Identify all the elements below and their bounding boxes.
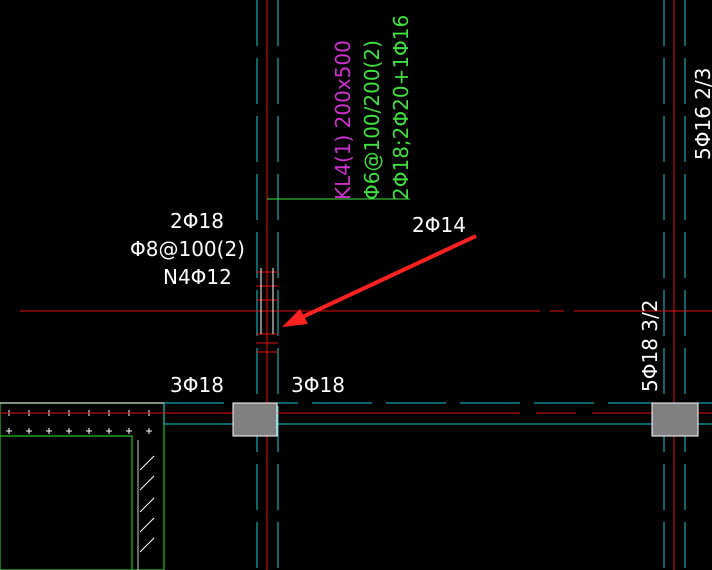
slab-outline <box>0 402 165 570</box>
rebar-section-marks <box>256 271 278 353</box>
left-stirrup: Φ8@100(2) <box>130 237 245 261</box>
slab-region <box>0 402 165 570</box>
slab-plus-marks <box>6 410 152 434</box>
beam-edges <box>163 0 712 570</box>
beam-label: KL4(1) 200x500 <box>331 40 355 200</box>
red-arrow[interactable] <box>282 234 477 327</box>
wall-hatch <box>137 440 155 570</box>
beam-bars-note: 2Φ18;2Φ20+1Φ16 <box>389 15 413 200</box>
left-side-bars: N4Φ12 <box>163 265 232 289</box>
beam-annotation-group: KL4(1) 200x500 Φ6@100/200(2) 2Φ18;2Φ20+1… <box>331 15 413 200</box>
left-top-bars: 2Φ18 <box>170 209 224 233</box>
column-left[interactable] <box>232 402 278 437</box>
column-right[interactable] <box>651 402 699 437</box>
beam-stirrup-note: Φ6@100/200(2) <box>360 40 384 200</box>
right-top-bars: 2Φ14 <box>412 213 466 237</box>
rebar-section-verticals <box>260 268 274 334</box>
slab-inner-edge <box>0 435 133 570</box>
bottom-left-bars: 3Φ18 <box>170 373 224 397</box>
bottom-right-bars: 3Φ18 <box>291 373 345 397</box>
right-span-bars: 5Φ18 3/2 <box>638 300 662 392</box>
top-right-bars: 5Φ16 2/3 <box>691 68 712 160</box>
